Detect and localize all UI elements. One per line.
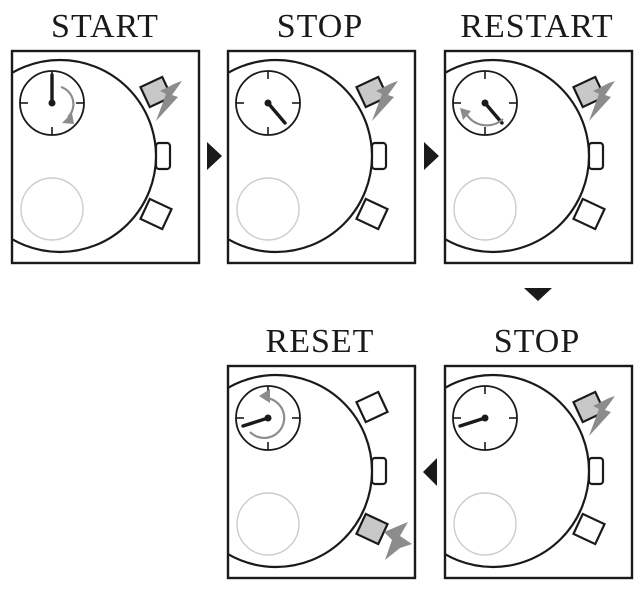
bottom-pusher: [355, 512, 389, 546]
title-restart: RESTART: [460, 8, 614, 45]
rotation-arrowhead-icon: [460, 108, 471, 120]
title-start: START: [51, 8, 159, 45]
bottom-pusher: [572, 512, 606, 546]
lower-subdial: [453, 492, 517, 556]
rotation-arrowhead-icon: [62, 113, 74, 124]
top-pusher: [572, 75, 606, 109]
hand-pivot: [481, 99, 489, 107]
flow-arrow-right-1: [207, 142, 222, 170]
crown: [154, 141, 172, 171]
hand-pivot: [481, 414, 489, 422]
panel-frame: [443, 364, 634, 580]
bottom-pusher: [572, 197, 606, 231]
lower-subdial: [453, 177, 517, 241]
crown: [587, 141, 605, 171]
title-reset: RESET: [265, 323, 375, 360]
chrono-hand: [266, 101, 287, 125]
panel-start: [10, 49, 201, 265]
top-pusher: [139, 75, 173, 109]
top-pusher: [355, 75, 389, 109]
bottom-pusher: [355, 197, 389, 231]
chrono-hand: [458, 416, 487, 428]
top-pusher: [572, 390, 606, 424]
hand-pivot: [264, 414, 272, 422]
lower-subdial: [20, 177, 84, 241]
panel-stop-2: [443, 364, 634, 580]
panel-restart: [443, 49, 634, 265]
chrono-hand: [483, 101, 504, 125]
panel-stop-1: [226, 49, 417, 265]
rotation-arc: [466, 114, 504, 127]
lower-subdial: [236, 492, 300, 556]
rotation-arrowhead-icon: [259, 389, 270, 403]
crown: [370, 141, 388, 171]
press-arrow-icon: [156, 81, 182, 121]
title-stop-2: STOP: [493, 323, 581, 360]
press-arrow-icon: [589, 396, 615, 436]
title-stop-1: STOP: [276, 8, 364, 45]
flow-arrow-right-2: [424, 142, 439, 170]
rotation-arc: [249, 396, 286, 439]
press-arrow-icon: [384, 522, 412, 560]
chrono-hand: [241, 416, 270, 428]
panel-reset: [226, 364, 417, 580]
panel-frame: [226, 364, 417, 580]
rotation-arc: [60, 85, 75, 118]
crown: [587, 456, 605, 486]
bottom-pusher: [139, 197, 173, 231]
top-pusher: [355, 390, 389, 424]
flow-arrow-left: [423, 458, 437, 486]
crown: [370, 456, 388, 486]
panel-frame: [443, 49, 634, 265]
hand-pivot: [264, 99, 272, 107]
panel-frame: [226, 49, 417, 265]
panel-frame: [10, 49, 201, 265]
press-arrow-icon: [589, 81, 615, 121]
press-arrow-icon: [372, 81, 398, 121]
lower-subdial: [236, 177, 300, 241]
hand-pivot: [48, 99, 56, 107]
flow-arrow-down: [524, 288, 552, 301]
